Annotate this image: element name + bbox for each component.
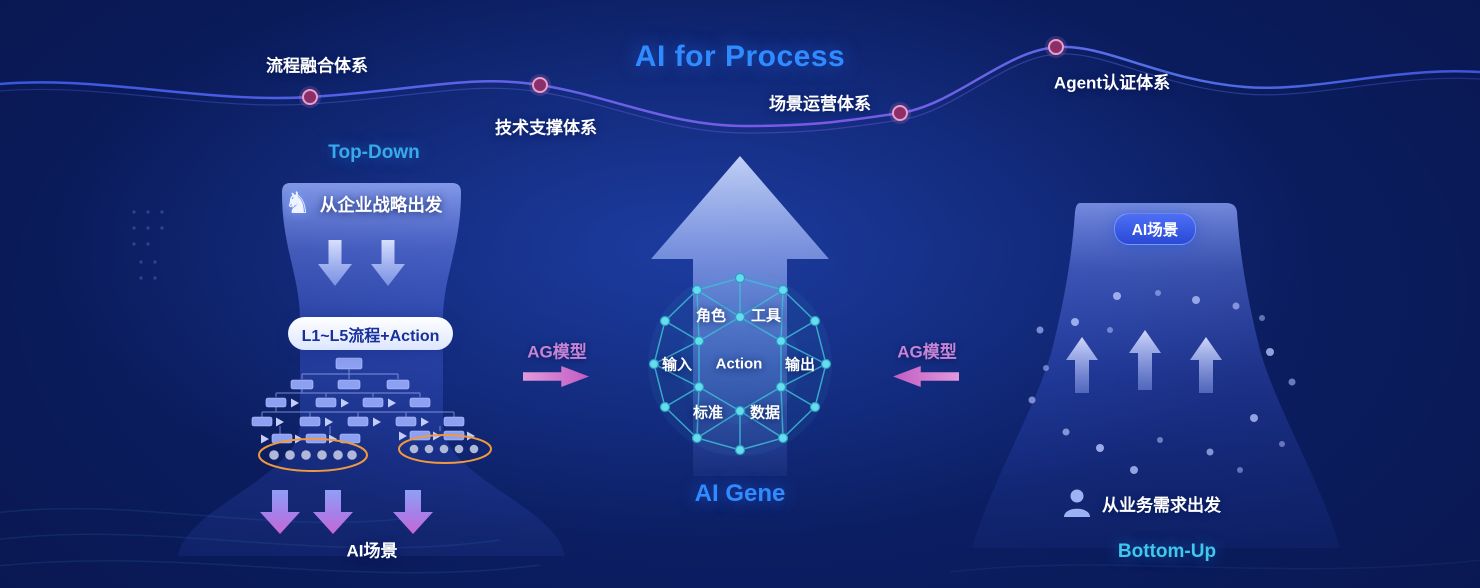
background-dot-grid	[132, 210, 164, 280]
left-funnel-shape	[178, 183, 565, 556]
gene-node-standard: 标准	[692, 404, 724, 422]
gene-network	[648, 272, 832, 456]
ag-model-right-label: AG模型	[897, 342, 957, 362]
strategy-label: 从企业战略出发	[319, 194, 443, 215]
knight-icon: ♞	[284, 187, 311, 220]
highlight-ellipses	[258, 434, 492, 472]
system-label-tech-support: 技术支撑体系	[495, 118, 597, 138]
left-ai-scene-label: AI场景	[346, 541, 398, 561]
strategy-row: ♞ 从企业战略出发	[284, 186, 442, 222]
gene-node-output: 输出	[784, 356, 816, 374]
bottom-up-heading: Bottom-Up	[1117, 541, 1217, 562]
up-arrow-icons	[1066, 330, 1222, 393]
down-chevron-icons	[318, 240, 405, 286]
top-down-heading: Top-Down	[328, 142, 420, 163]
right-funnel-shape	[972, 203, 1340, 548]
system-label-process-fusion: 流程融合体系	[266, 56, 368, 76]
process-levels-label: L1~L5流程+Action	[301, 327, 440, 345]
business-need-label: 从业务需求出发	[1102, 495, 1221, 515]
scatter-dots	[1028, 290, 1296, 474]
gene-node-action: Action	[715, 355, 763, 373]
process-tree	[251, 357, 492, 472]
gene-node-input: 输入	[661, 356, 693, 374]
gene-node-role: 角色	[695, 307, 727, 325]
gene-node-data: 数据	[749, 404, 781, 422]
gene-node-tool: 工具	[750, 307, 782, 325]
diagram-title: AI for Process	[634, 40, 846, 73]
ag-model-left-label: AG模型	[527, 342, 587, 362]
process-levels-pill: L1~L5流程+Action	[288, 317, 453, 350]
system-label-agent-cert: Agent认证体系	[1053, 73, 1171, 93]
down-arrow-icons	[260, 490, 433, 534]
business-need-row: 从业务需求出发	[1062, 486, 1221, 520]
system-label-scenario-ops: 场景运营体系	[769, 94, 871, 114]
right-ai-scene-pill: AI场景	[1114, 213, 1196, 245]
person-icon	[1064, 489, 1090, 517]
curve-node-dots	[299, 36, 1067, 124]
right-ai-scene-label: AI场景	[1131, 222, 1179, 239]
ai-gene-title: AI Gene	[694, 480, 786, 507]
